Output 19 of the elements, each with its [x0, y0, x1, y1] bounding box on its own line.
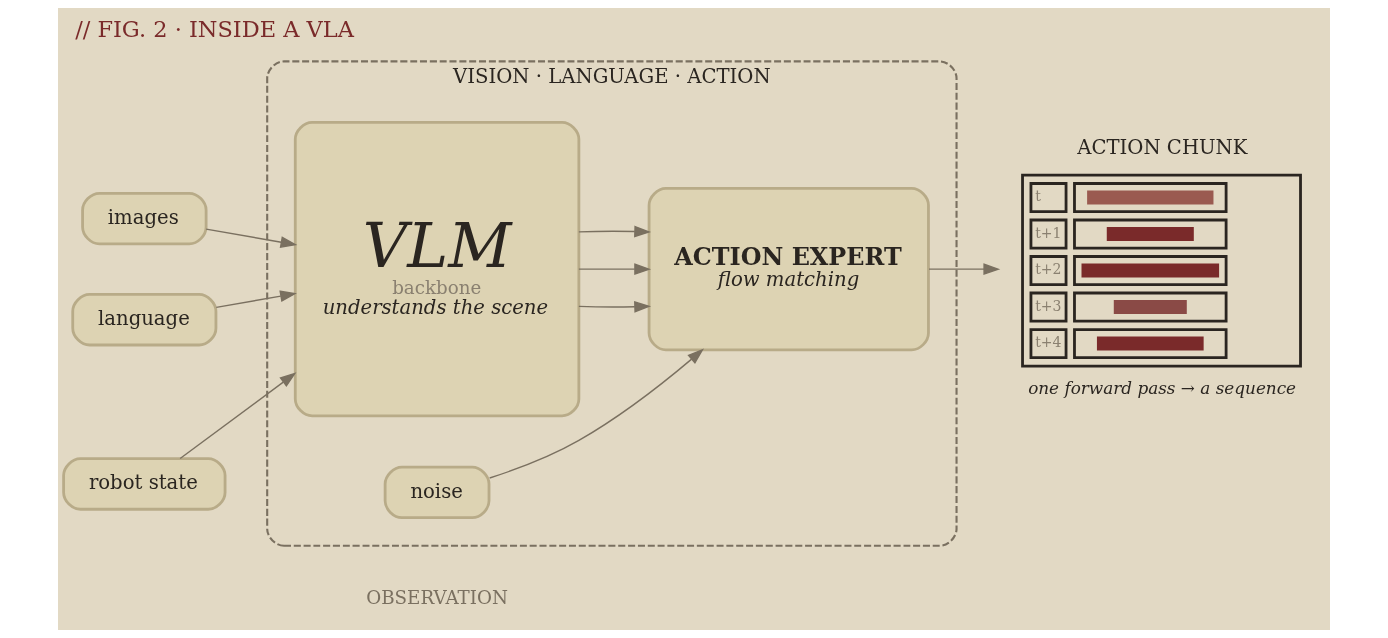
arrow	[179, 372, 297, 460]
node-box: ACTION EXPERT flow matching	[647, 187, 930, 352]
label: OBSERVATION	[366, 586, 508, 608]
arrow	[488, 348, 704, 479]
node-box: noise	[383, 465, 491, 520]
arrow	[215, 290, 297, 309]
node-label: one forward pass → a sequence	[1028, 377, 1297, 398]
node-label: ACTION CHUNK	[1077, 136, 1248, 160]
node-box: robot state	[62, 457, 227, 511]
arrow	[205, 228, 298, 248]
node-box: VLM backbone understands the scene	[293, 121, 581, 418]
node-box: images	[81, 191, 208, 246]
arrow	[578, 263, 652, 276]
node-box: language	[71, 293, 218, 347]
arrow	[928, 263, 1001, 276]
diagram-title: // FIG. 2 · INSIDE A VLA	[75, 16, 354, 43]
arrow	[578, 225, 652, 238]
node-box: t t+1 t+2 t+3 t+4	[1021, 173, 1302, 368]
arrow	[578, 300, 652, 313]
